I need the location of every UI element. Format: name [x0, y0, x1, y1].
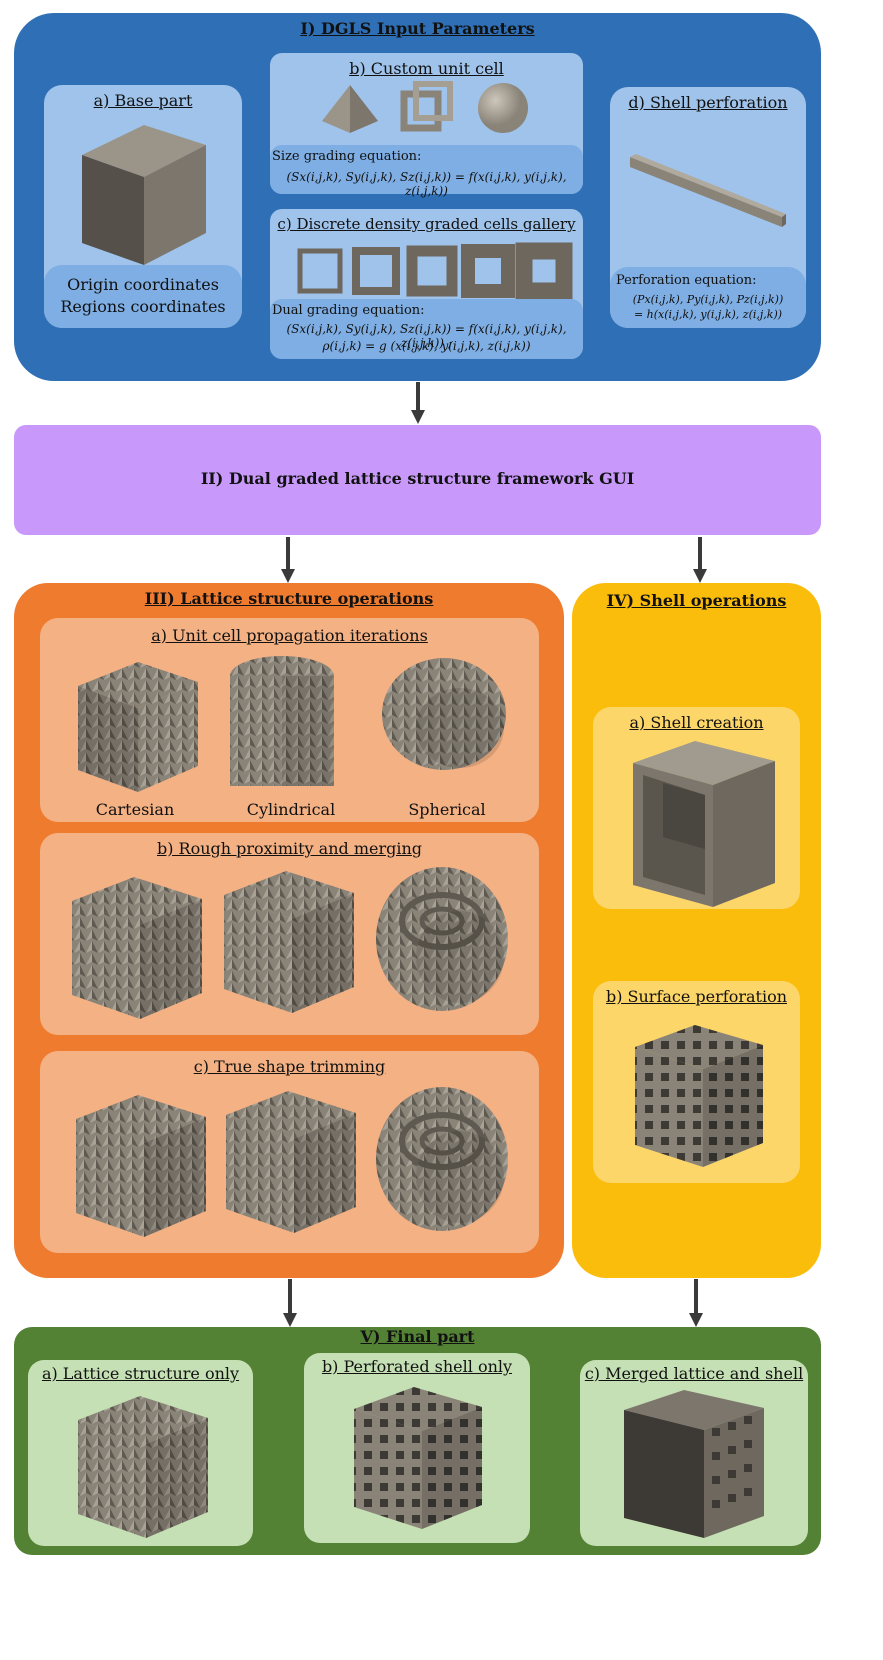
- framework-gui-title: II) Dual graded lattice structure framew…: [200, 469, 635, 488]
- base-part-title: a) Base part: [93, 91, 193, 110]
- base-part-box: a) Base part Origin coordinates Regions …: [44, 85, 242, 328]
- cylindrical-lattice-image: [230, 656, 334, 786]
- perforated-shell-only-image: [354, 1387, 482, 1529]
- rough-proximity-title: b) Rough proximity and merging: [156, 839, 423, 858]
- arrow-shell-to-final: [689, 1279, 703, 1327]
- shell-perforation-box: d) Shell perforation Perforation equatio…: [610, 87, 806, 328]
- section-final-part: V) Final part a) Lattice structure only …: [14, 1327, 821, 1555]
- section-framework-gui: II) Dual graded lattice structure framew…: [14, 425, 821, 535]
- section-input-parameters-title: I) DGLS Input Parameters: [300, 19, 535, 38]
- shell-box-image: [633, 741, 775, 907]
- spherical-caption: Spherical: [408, 800, 486, 819]
- pyramid-cell-icon: [322, 85, 378, 133]
- graded-cells-icons: [297, 242, 573, 300]
- custom-unit-cell-eq-band: [270, 145, 583, 194]
- cage-cell-icon: [400, 81, 453, 132]
- arrow-gui-to-lattice: [281, 537, 295, 583]
- merged-box: c) Merged lattice and shell: [580, 1360, 808, 1546]
- cartesian-caption: Cartesian: [95, 800, 175, 819]
- section-input-parameters: I) DGLS Input Parameters a) Base part Or…: [14, 13, 821, 381]
- dual-grading-equation-2: ρ(i,j,k) = g (x(i,j,k), y(i,j,k), z(i,j,…: [322, 339, 531, 353]
- true-shape-trimming-box: c) True shape trimming: [40, 1051, 539, 1253]
- surface-perforation-box: b) Surface perforation: [593, 981, 800, 1183]
- custom-unit-cell-title: b) Custom unit cell: [349, 59, 504, 78]
- rough-cylindrical-image: [224, 871, 354, 1013]
- arrow-lattice-to-final: [283, 1279, 297, 1327]
- perforated-shell-image: [635, 1025, 763, 1167]
- graded-cells-gallery-box: c) Discrete density graded cells gallery…: [270, 209, 583, 359]
- base-part-cube: [82, 125, 206, 265]
- trimmed-cylindrical-image: [226, 1091, 356, 1233]
- custom-unit-cell-box: b) Custom unit cell Size grading equatio…: [270, 53, 583, 198]
- section-shell-operations: IV) Shell operations a) Shell creation b…: [572, 583, 821, 1278]
- regions-coordinates-label: Regions coordinates: [60, 297, 226, 316]
- rough-proximity-box: b) Rough proximity and merging: [40, 833, 539, 1035]
- perforation-equation-label: Perforation equation:: [616, 273, 757, 288]
- merged-image: [624, 1390, 764, 1538]
- cartesian-lattice-image: [78, 662, 198, 792]
- section-lattice-operations: III) Lattice structure operations a) Uni…: [14, 583, 564, 1278]
- sphere-cell-icon: [478, 83, 528, 133]
- dual-grading-equation-1: (Sx(i,j,k), Sy(i,j,k), Sz(i,j,k)) = f(x(…: [286, 322, 567, 350]
- propagation-iterations-title: a) Unit cell propagation iterations: [151, 626, 428, 645]
- shell-creation-title: a) Shell creation: [629, 713, 764, 732]
- graded-cells-gallery-title: c) Discrete density graded cells gallery: [277, 215, 576, 233]
- lattice-only-box: a) Lattice structure only: [28, 1360, 253, 1546]
- lattice-operations-title: III) Lattice structure operations: [144, 589, 434, 608]
- base-part-coords-band: [44, 265, 242, 328]
- perforation-bar-icon: [630, 154, 786, 227]
- trimmed-cartesian-image: [76, 1095, 206, 1237]
- final-part-title: V) Final part: [360, 1327, 475, 1346]
- perforation-equation-1: (Px(i,j,k), Py(i,j,k), Pz(i,j,k)): [632, 293, 784, 306]
- cylindrical-caption: Cylindrical: [246, 800, 336, 819]
- dual-grading-label: Dual grading equation:: [272, 303, 425, 318]
- perforation-equation-2: = h(x(i,j,k), y(i,j,k), z(i,j,k)): [633, 308, 783, 321]
- shell-perforation-title: d) Shell perforation: [628, 93, 788, 112]
- gallery-eq-band: [270, 299, 583, 359]
- rough-spherical-image: [370, 863, 520, 1023]
- merged-title: c) Merged lattice and shell: [584, 1364, 804, 1383]
- origin-coordinates-label: Origin coordinates: [67, 275, 219, 294]
- lattice-only-image: [78, 1396, 208, 1538]
- true-shape-trimming-title: c) True shape trimming: [193, 1057, 386, 1076]
- perforated-shell-only-title: b) Perforated shell only: [321, 1357, 513, 1376]
- rough-cartesian-image: [72, 877, 202, 1019]
- perforation-eq-band: [610, 267, 806, 328]
- shell-creation-box: a) Shell creation: [593, 707, 800, 909]
- lattice-only-title: a) Lattice structure only: [41, 1364, 240, 1383]
- perforated-shell-only-box: b) Perforated shell only: [304, 1353, 530, 1543]
- shell-operations-title: IV) Shell operations: [606, 591, 787, 610]
- arrow-gui-to-shell: [693, 537, 707, 583]
- surface-perforation-title: b) Surface perforation: [605, 987, 788, 1006]
- trimmed-spherical-image: [370, 1083, 520, 1243]
- size-grading-equation: (Sx(i,j,k), Sy(i,j,k), Sz(i,j,k)) = f(x(…: [286, 170, 567, 198]
- propagation-iterations-box: a) Unit cell propagation iterations Cart…: [40, 618, 539, 822]
- spherical-lattice-image: [382, 658, 506, 770]
- arrow-input-to-gui: [411, 382, 425, 424]
- size-grading-label: Size grading equation:: [272, 149, 422, 164]
